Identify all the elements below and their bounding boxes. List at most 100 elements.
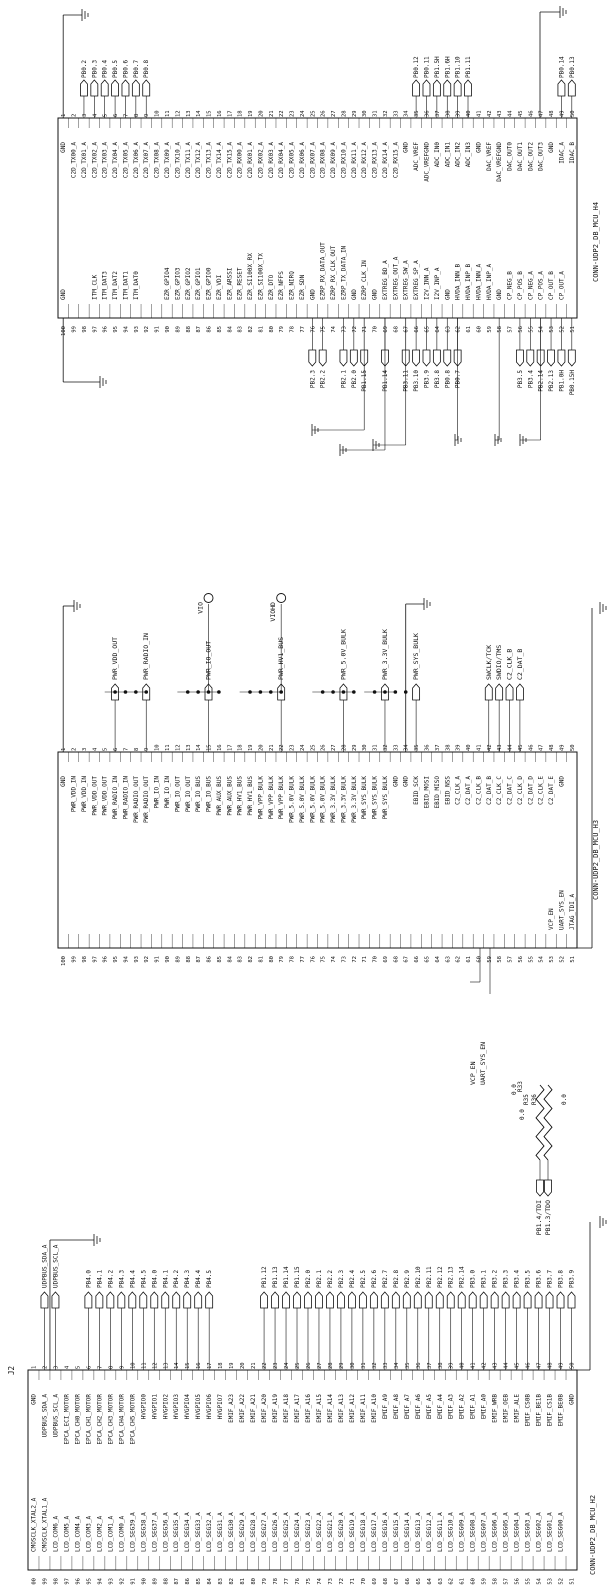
pin-label: EZR_DTO — [268, 274, 275, 300]
pin-number: 99 — [42, 1578, 48, 1585]
net-flag — [412, 349, 421, 367]
net-flag — [495, 683, 504, 701]
pin-number: 9 — [144, 114, 150, 117]
pin-number: 78 — [290, 326, 296, 333]
pin-number: 52 — [559, 1578, 565, 1585]
pin-number: 88 — [163, 1578, 169, 1585]
pin-number: 2 — [72, 748, 78, 751]
net-flag — [412, 79, 421, 97]
pin-number: 26 — [321, 744, 327, 751]
pin-label: EMIF_A17 — [294, 1394, 301, 1423]
pin-label: C2D_TX05_A — [122, 142, 129, 179]
pin-number: 45 — [518, 110, 524, 117]
net-flag — [505, 683, 514, 701]
pin-number: 84 — [207, 1577, 213, 1584]
net-label: PB4.0 — [85, 1270, 92, 1288]
pin-label: LCD_SEG13_A — [415, 1512, 422, 1552]
pin-number: 20 — [258, 110, 264, 117]
pin-number: 100 — [31, 1578, 37, 1585]
net-flag — [536, 1179, 544, 1197]
pin-label: EZR_RESET — [237, 267, 244, 300]
net-label: PB3.7 — [547, 1270, 554, 1288]
pin-label: EXTREG_OUT_A — [392, 256, 399, 300]
pin-label: EMIF_A18 — [283, 1394, 290, 1423]
net-label: PB2.3 — [338, 1270, 345, 1288]
pin-number: 72 — [352, 956, 358, 963]
pin-label: VCP_EN — [548, 908, 555, 930]
pin-label: LCD_SEG31_A — [217, 1512, 224, 1552]
net-label: UDPBUS_SDA_A — [41, 1244, 48, 1288]
pin-number: 18 — [238, 744, 244, 751]
pin-number: 7 — [97, 1366, 103, 1369]
pin-label: DAC_OUT0 — [507, 142, 514, 171]
pin-label: PWR_SYS_BULK — [372, 776, 379, 820]
pin-number: 54 — [539, 325, 545, 332]
connector-h2: 1100GNDCMOSCLK_XTAL2_A299UDPBUS_SDA_ACMO… — [7, 1216, 607, 1585]
pin-label: DAC_OUT3 — [538, 142, 545, 171]
pin-label: PWR_IO_IN — [154, 776, 161, 809]
pin-number: 81 — [258, 956, 264, 963]
net-flag — [432, 349, 441, 367]
junction-dot — [123, 690, 128, 694]
pin-number: 6 — [113, 748, 119, 751]
pin-label: PWR_HV1_BUS — [237, 776, 244, 816]
pin-label: PWR_3.3V_BULK — [351, 776, 358, 823]
pin-label: CP_POS_B — [517, 271, 524, 300]
pin-number: 60 — [476, 956, 482, 963]
net-label: PWR_RADIO_IN — [142, 633, 150, 680]
pin-number: 14 — [196, 110, 202, 117]
pin-label: LCD_SEG28_A — [250, 1512, 257, 1552]
pin-number: 5 — [75, 1366, 81, 1369]
net-label: PB2.1 — [316, 1270, 323, 1288]
side-label: VCP_EN — [469, 1061, 477, 1085]
pin-label: C2_CLK_B — [475, 776, 482, 805]
pin-label: EMIF_A7 — [404, 1394, 411, 1420]
pin-number: 95 — [113, 956, 119, 963]
net-label: PB2.3 — [309, 370, 316, 388]
pin-number: 46 — [528, 110, 534, 117]
pin-label: LCD_SEG29_A — [239, 1512, 246, 1552]
pin-number: 21 — [269, 744, 275, 751]
pin-label: LCD_SEG17_A — [371, 1512, 378, 1552]
net-flag — [339, 349, 348, 367]
pin-number: 44 — [508, 110, 514, 117]
net-flag — [484, 683, 493, 701]
net-label: PB4.5 — [140, 1270, 147, 1288]
pin-number: 20 — [258, 744, 264, 751]
pin-label: DAC_VREFGND — [496, 142, 503, 182]
pin-number: 22 — [262, 1362, 268, 1369]
net-label: PB3.2 — [492, 1270, 499, 1288]
net-label: PB0.8 — [444, 370, 451, 388]
pin-label: C2D_TX07_A — [143, 142, 150, 179]
pin-number: 22 — [279, 744, 285, 751]
pin-number: 36 — [424, 110, 430, 117]
pin-label: PWR_VDD_IN — [71, 776, 78, 813]
net-flag — [526, 349, 535, 367]
pin-number: 81 — [240, 1578, 246, 1585]
pin-number: 49 — [559, 744, 565, 751]
pin-number: 86 — [185, 1578, 191, 1585]
pin-number: 24 — [300, 110, 306, 117]
pin-label: PWR_AUX_BUS — [216, 776, 223, 816]
pin-number: 18 — [218, 1362, 224, 1369]
pin-number: 42 — [482, 1362, 488, 1369]
pin-number: 79 — [279, 956, 285, 963]
net-flag — [282, 1291, 290, 1309]
pin-number: 37 — [435, 110, 441, 117]
pin-number: 26 — [306, 1362, 312, 1369]
pin-number: 90 — [165, 326, 171, 333]
net-flag — [131, 79, 140, 97]
pin-label: EMIF_A10 — [371, 1394, 378, 1423]
net-label: PB2.4 — [349, 1270, 356, 1288]
pin-number: 46 — [528, 744, 534, 751]
pin-number: 97 — [92, 326, 98, 333]
net-label: PB3.9 — [569, 1270, 576, 1288]
pin-number: 10 — [155, 110, 161, 117]
pin-number: 65 — [424, 956, 430, 963]
pin-label: C2D_TX01_A — [81, 142, 88, 179]
pin-label: EPCA_ECI_MOTOR — [63, 1394, 70, 1445]
pin-label: EMIF_BE0B — [558, 1394, 565, 1427]
net-flag — [40, 1291, 49, 1309]
net-flag — [422, 79, 431, 97]
pin-label: HVGPIO0 — [140, 1394, 147, 1420]
